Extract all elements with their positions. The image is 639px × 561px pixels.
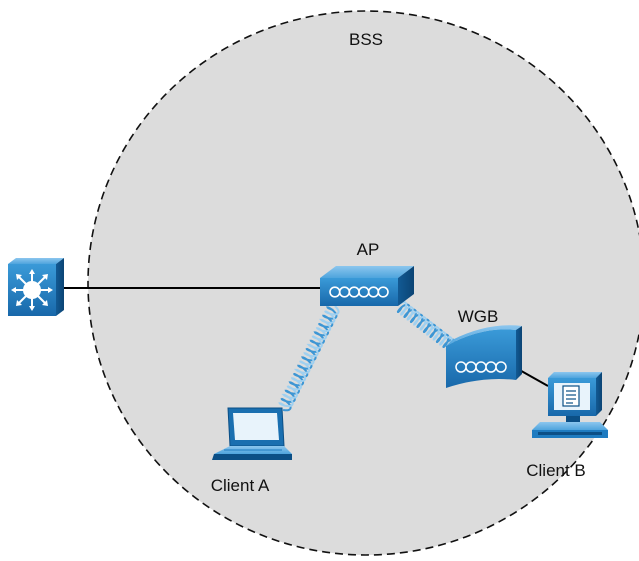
switch-icon (8, 258, 64, 316)
workgroup-bridge-icon (446, 325, 522, 388)
wireless-link-ap-client-a (278, 305, 340, 412)
wgb-label: WGB (458, 307, 499, 326)
signal-wave-glyph (455, 361, 507, 368)
wireless-link-ap-wgb (396, 301, 457, 351)
laptop-icon (212, 407, 292, 460)
wireless-coil-strand (280, 306, 338, 412)
client-b-label: Client B (526, 461, 586, 480)
client-a-label: Client A (211, 476, 270, 495)
signal-wave-glyph (329, 291, 389, 298)
desktop-pc-icon (532, 372, 608, 438)
signal-wave-glyph (329, 286, 389, 293)
signal-wave-glyph (455, 366, 507, 373)
ap-label: AP (357, 240, 380, 259)
access-point-icon (320, 266, 414, 306)
bss-label: BSS (349, 30, 383, 49)
wireless-coil-strand (278, 305, 340, 408)
wireless-coil-strand (397, 301, 453, 351)
